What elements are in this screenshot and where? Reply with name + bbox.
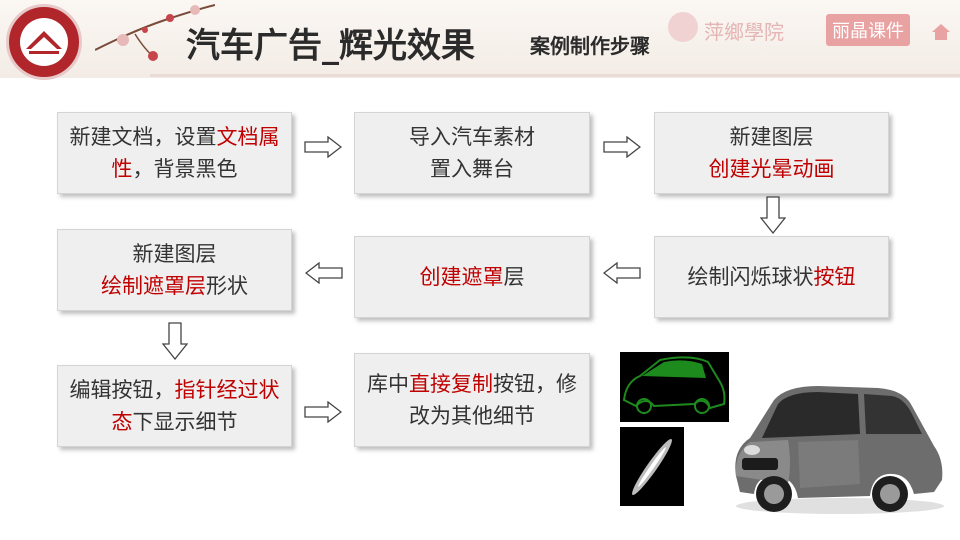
step-text: 库中直接复制按钮，修改为其他细节 [355,368,589,432]
step-text-highlight: 文档属性 [111,125,280,181]
brand-tag: 丽晶课件 [826,14,910,46]
step-box-5: 创建遮罩层 [354,236,590,318]
step-text-segment: 层 [503,265,525,289]
step-text-highlight: 创建遮罩 [419,265,504,289]
arrow-right-icon [304,136,342,158]
step-text-segment: 绘制闪烁球状 [687,265,814,289]
arrow-right-icon [603,136,641,158]
step-text: 新建图层绘制遮罩层形状 [93,238,256,302]
step-text: 新建图层创建光晕动画 [701,121,843,185]
step-text: 导入汽车素材置入舞台 [401,121,543,185]
brand-school-name: 萍鄉學院 [704,20,784,44]
arrow-down-icon [162,322,188,360]
step-text-segment: 新建图层 [729,125,814,149]
header-divider [150,74,960,77]
step-text-highlight: 指针经过状态 [111,378,280,434]
step-box-4: 绘制闪烁球状按钮 [654,236,889,318]
arrow-left-icon [305,262,343,284]
arrow-right-icon [304,401,342,423]
step-text-segment: 库中 [367,372,409,396]
step-text-segment: 按钮，修改为其他细节 [409,372,577,428]
step-box-8: 库中直接复制按钮，修改为其他细节 [354,353,590,447]
car-outline-thumbnail [620,352,729,422]
step-text-highlight: 直接复制 [409,372,493,396]
step-text-segment: ，背景黑色 [132,157,238,181]
step-text-segment: 编辑按钮， [69,378,175,402]
page-title: 汽车广告_辉光效果 [186,26,475,66]
header-band [0,0,960,78]
step-box-6: 新建图层绘制遮罩层形状 [57,229,292,311]
arrow-left-icon [603,262,641,284]
step-text-highlight: 按钮 [813,265,856,289]
step-box-7: 编辑按钮，指针经过状态下显示细节 [57,365,292,447]
step-text-segment: 新建文档，设置 [69,125,217,149]
step-text: 新建文档，设置文档属性，背景黑色 [58,121,291,185]
step-text: 创建遮罩层 [412,261,533,293]
glow-streak-thumbnail [620,427,684,506]
step-text-segment: 置入舞台 [430,157,514,181]
step-text-segment: 新建图层 [132,242,217,266]
step-box-3: 新建图层创建光晕动画 [654,112,889,194]
brand-area: 萍鄉學院 丽晶课件 [668,12,958,46]
step-text-highlight: 绘制遮罩层 [101,274,206,298]
step-text: 绘制闪烁球状按钮 [680,261,864,293]
step-text: 编辑按钮，指针经过状态下显示细节 [58,374,291,438]
step-text-segment: 导入汽车素材 [409,125,535,149]
brand-seal-icon [668,12,698,42]
plum-blossom-decoration [95,4,215,61]
arrow-down-icon [760,196,786,234]
step-text-segment: 形状 [206,274,248,298]
university-logo [6,4,82,80]
university-seal-icon [20,18,68,66]
step-text-segment: 下显示细节 [132,410,238,434]
step-box-2: 导入汽车素材置入舞台 [354,112,590,194]
step-text-highlight: 创建光晕动画 [708,157,835,181]
home-icon [932,24,950,40]
page-subtitle: 案例制作步骤 [530,34,650,58]
step-box-1: 新建文档，设置文档属性，背景黑色 [57,112,292,194]
smart-car-image [735,386,944,514]
